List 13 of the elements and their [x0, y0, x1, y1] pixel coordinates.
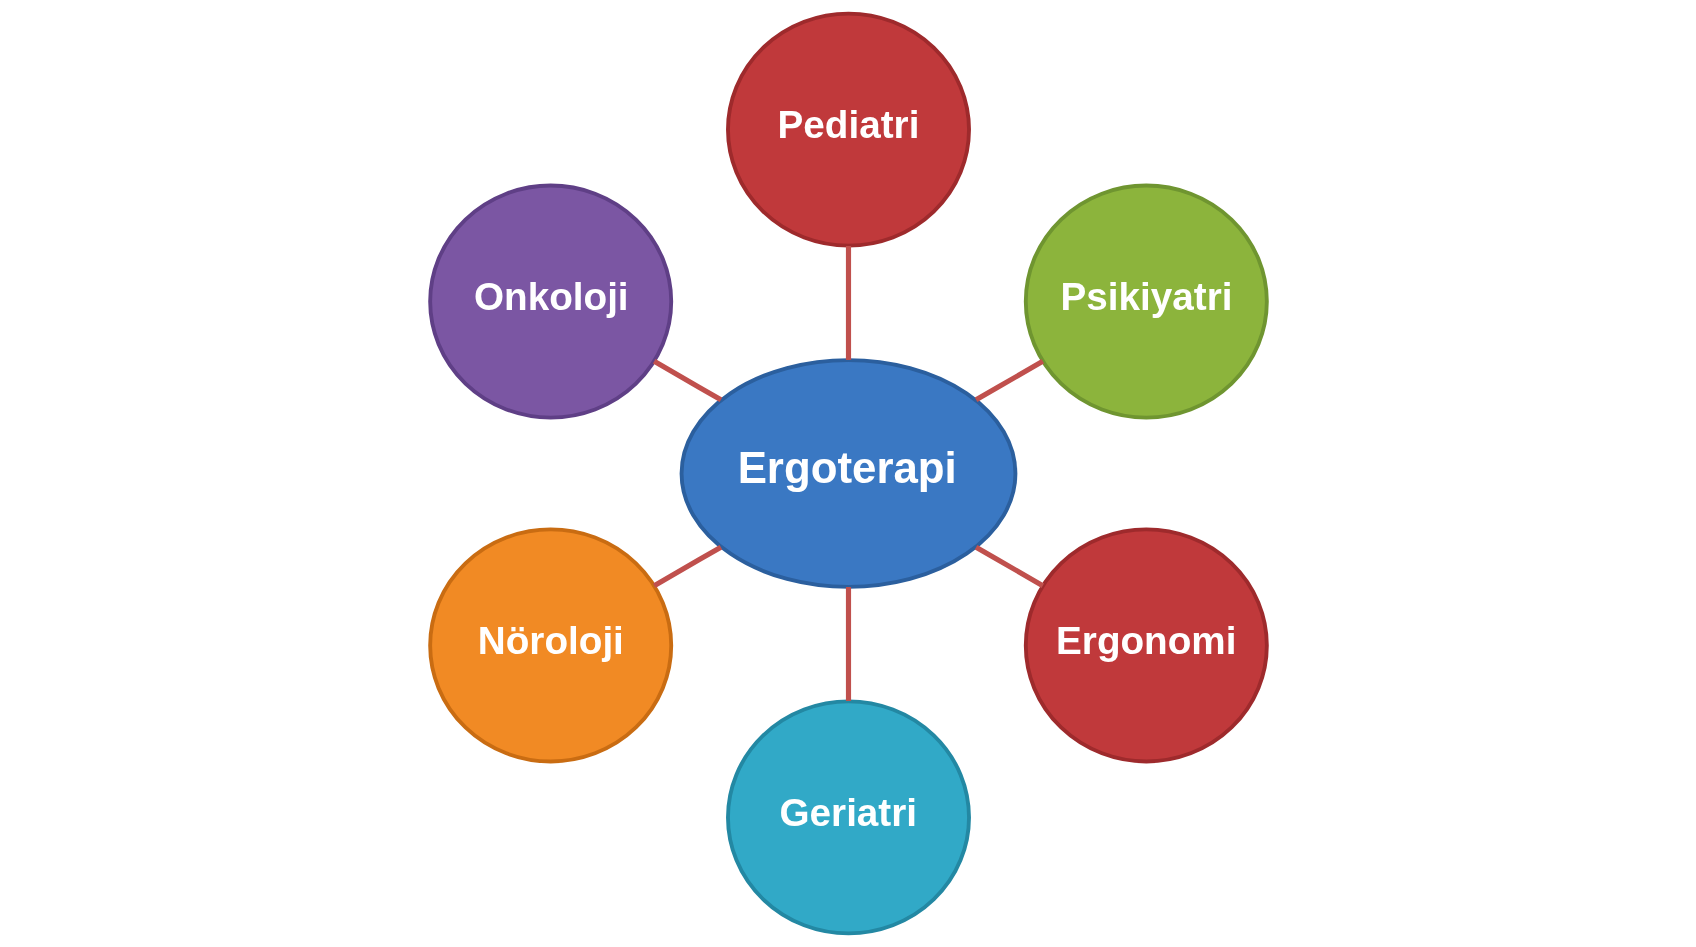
node-ellipse: Ergoterapi [679, 358, 1017, 589]
connector [845, 587, 851, 701]
node-circle: Psikiyatri [1023, 183, 1269, 420]
connector [845, 246, 851, 360]
node-circle: Geriatri [725, 699, 971, 936]
connector [974, 359, 1044, 403]
node-circle: Pediatri [725, 11, 971, 248]
node-circle: Nöroloji [427, 527, 673, 764]
connector [652, 359, 722, 403]
connector [652, 544, 722, 588]
node-circle: Ergonomi [1023, 527, 1269, 764]
connector [974, 544, 1044, 588]
node-circle: Onkoloji [427, 183, 673, 420]
